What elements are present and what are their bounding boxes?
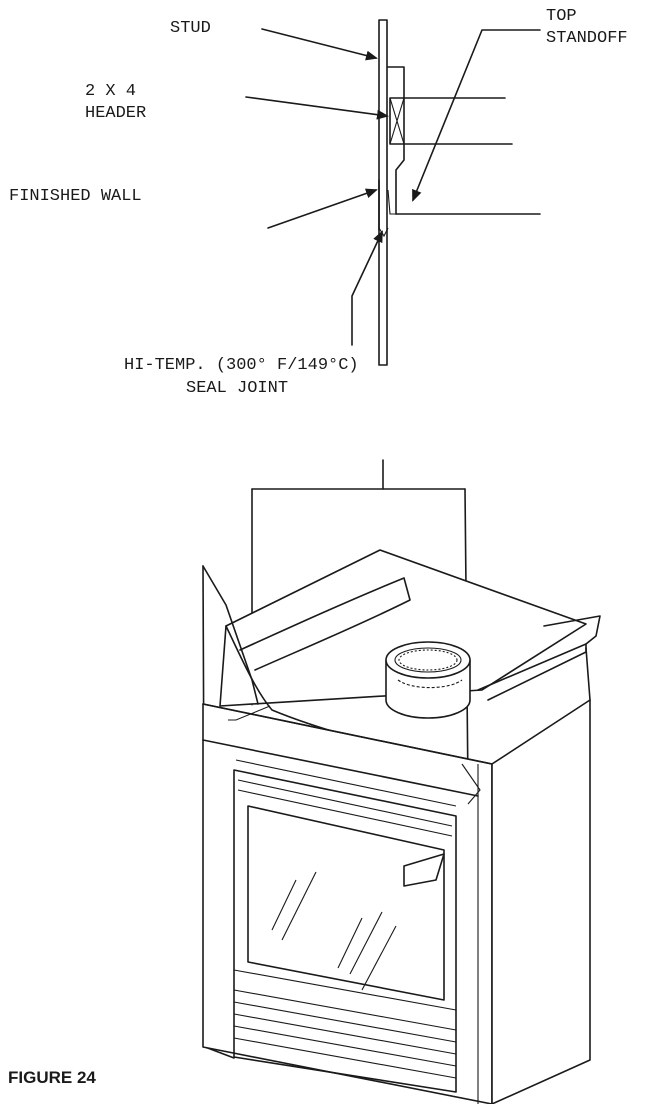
leader-lines [245,28,541,346]
label-top-standoff-1: TOP [546,7,577,26]
label-seal-joint-2: SEAL JOINT [186,379,289,398]
label-header-2: HEADER [85,104,147,123]
stud-strip [378,19,388,366]
seal-joint-leader [351,230,383,346]
label-top-standoff-2: STANDOFF [546,29,628,48]
header-leader [245,96,389,120]
right-seal-tape [543,615,601,645]
label-finished-wall: FINISHED WALL [9,187,142,206]
standoff-step [395,143,405,215]
glass-panel [247,805,445,1001]
firebox-top [219,549,587,707]
door-frame [233,769,457,1093]
vent-collar [385,641,471,719]
top-seal-tape [239,577,411,671]
label-stud: STUD [170,19,211,38]
fireplace-unit [202,549,601,1104]
wall-section-detail [378,19,541,366]
finished-wall-leader [267,188,378,229]
stud-leader [261,28,378,61]
standoff-bracket [387,66,405,99]
standoff-leader [412,29,541,202]
label-seal-joint-1: HI-TEMP. (300° F/149°C) [124,356,359,375]
right-side [491,699,591,1104]
header-2x4 [389,97,405,145]
figure-caption: FIGURE 24 [8,1068,96,1087]
label-header-1: 2 X 4 [85,82,137,101]
front-frame [202,703,493,1104]
